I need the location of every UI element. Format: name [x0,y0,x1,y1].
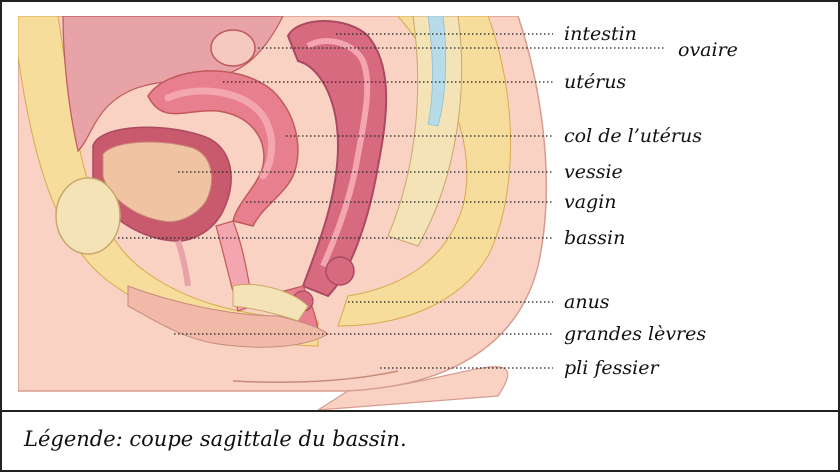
label-grandes-levres: grandes lèvres [564,323,706,345]
label-intestin: intestin [564,23,637,45]
label-pli-fessier: pli fessier [564,357,660,379]
label-bassin: bassin [564,227,625,249]
caption-divider [2,410,838,412]
label-anus: anus [564,291,610,313]
anal-sphincter [326,257,354,285]
ovary [211,30,255,66]
label-vagin: vagin [564,191,617,213]
pelvis-diagram: intestin ovaire utérus col de l’utérus v… [18,16,828,410]
figure-caption: Légende: coupe sagittale du bassin. [24,424,804,454]
label-uterus: utérus [564,71,626,93]
pubic-bone [56,178,120,254]
label-ovaire: ovaire [678,39,738,61]
label-col-uterus: col de l’utérus [564,125,702,147]
label-vessie: vessie [564,161,623,183]
